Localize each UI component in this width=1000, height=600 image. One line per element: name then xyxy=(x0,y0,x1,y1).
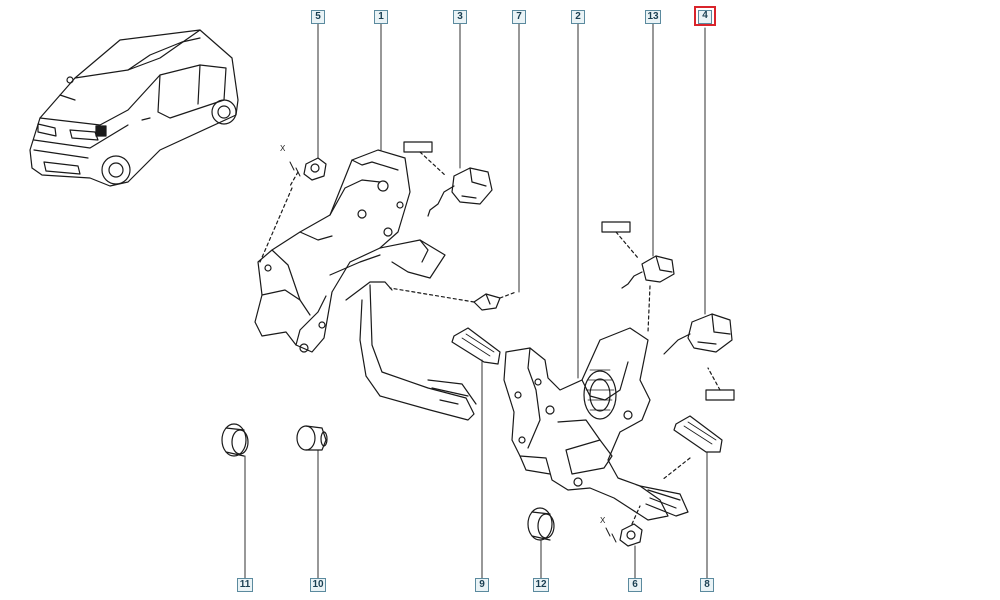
bushing-12-part xyxy=(527,507,555,541)
torque-mark-upper: X xyxy=(280,144,286,153)
callout-4-label: 4 xyxy=(698,10,712,24)
clutch-switch-part xyxy=(403,141,493,217)
clip-part xyxy=(389,287,517,311)
callout-4-highlighted: 4 xyxy=(694,6,716,26)
callout-3: 3 xyxy=(453,10,467,24)
stop-light-switch-part xyxy=(663,313,735,401)
pedal-bracket-part xyxy=(254,149,477,421)
callout-9: 9 xyxy=(475,578,489,592)
brake-switch-part xyxy=(601,221,675,333)
brake-pedal-part xyxy=(503,327,689,521)
nut-part xyxy=(259,157,327,263)
callout-1: 1 xyxy=(374,10,388,24)
callout-13: 13 xyxy=(645,10,661,24)
callout-10: 10 xyxy=(310,578,326,592)
callout-6: 6 xyxy=(628,578,642,592)
leader-lines xyxy=(244,23,708,579)
pedal-pad-part xyxy=(451,327,501,365)
callout-2: 2 xyxy=(571,10,585,24)
callout-5: 5 xyxy=(311,10,325,24)
callout-8: 8 xyxy=(700,578,714,592)
callout-7: 7 xyxy=(512,10,526,24)
bushing-10-part xyxy=(296,425,328,451)
bushing-11-part xyxy=(221,423,249,457)
callout-11: 11 xyxy=(237,578,253,592)
callout-12: 12 xyxy=(533,578,549,592)
brake-pad-part xyxy=(661,415,723,481)
torque-mark-lower: X xyxy=(600,516,606,525)
lower-nut-part xyxy=(605,505,643,547)
car-thumbnail xyxy=(29,29,239,187)
